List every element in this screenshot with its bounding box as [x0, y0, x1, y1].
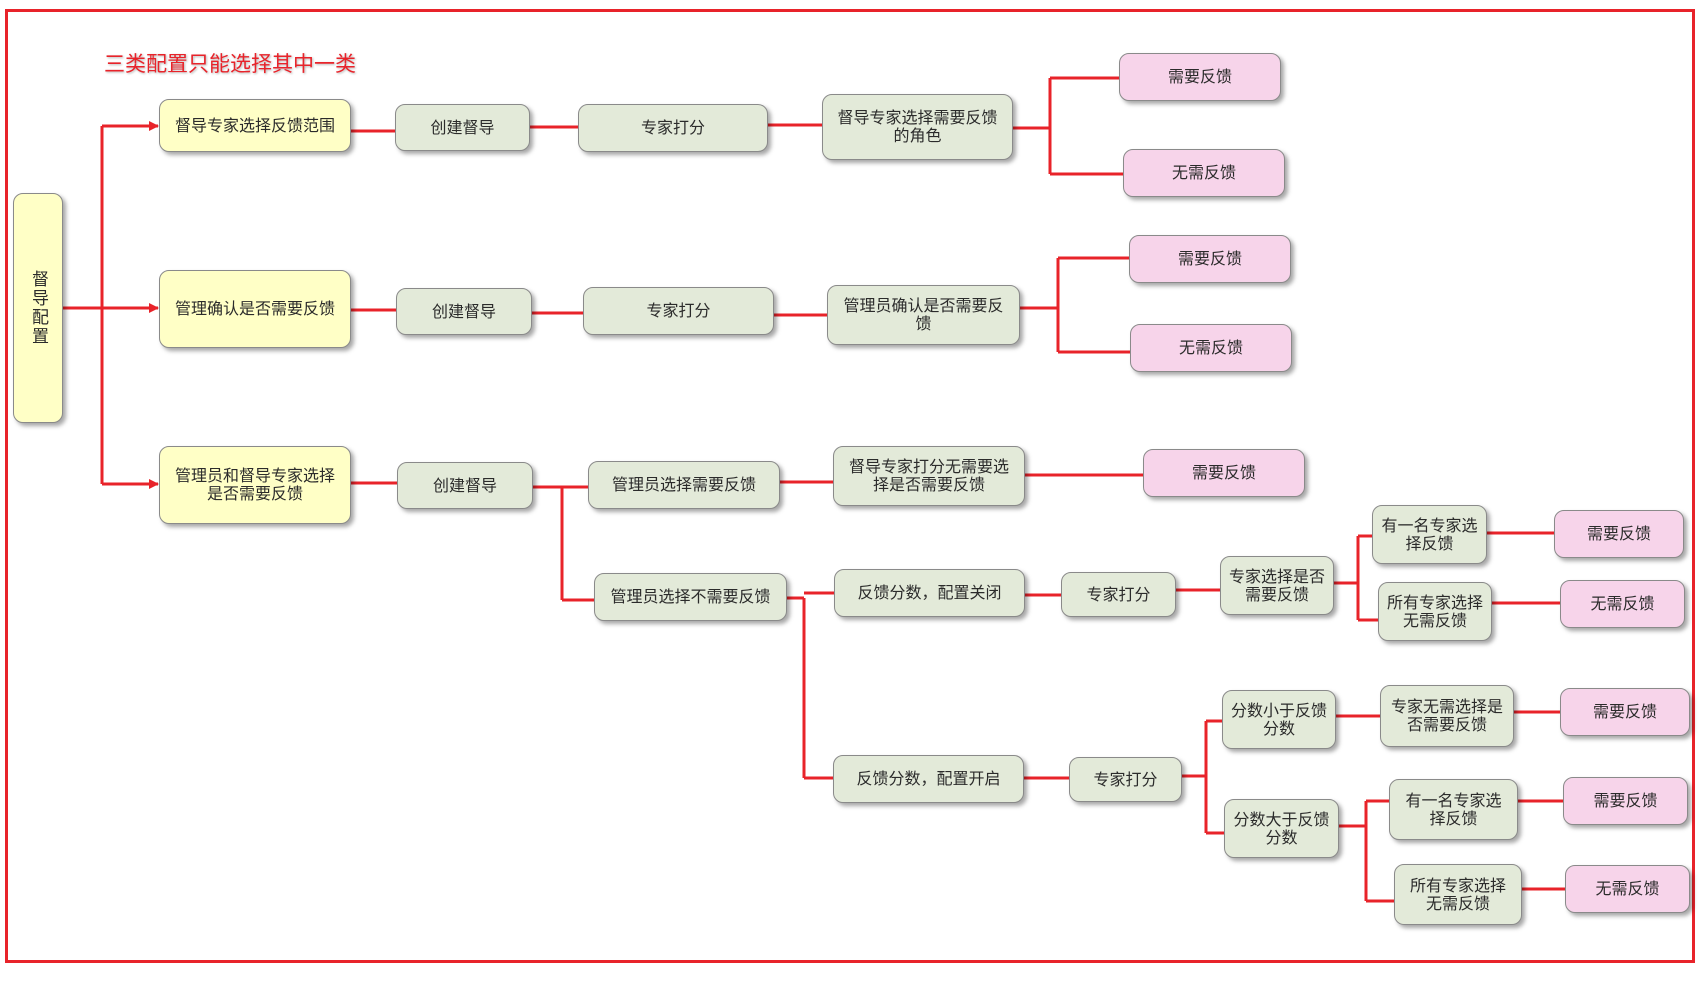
branch3-head-node[interactable]: 管理员和督导专家选择是否需要反馈 — [159, 446, 351, 524]
branch2-head-node[interactable]: 管理确认是否需要反馈 — [159, 270, 351, 348]
branch3-no-need-choose-node[interactable]: 专家无需选择是否需要反馈 — [1380, 685, 1514, 747]
branch3-need-feedback-a-node[interactable]: 需要反馈 — [1143, 449, 1305, 497]
branch2-no-feedback-node[interactable]: 无需反馈 — [1130, 324, 1292, 372]
branch1-no-feedback-node[interactable]: 无需反馈 — [1123, 149, 1285, 197]
branch3-less-than-node[interactable]: 分数小于反馈分数 — [1222, 690, 1336, 749]
diagram-frame — [5, 9, 1695, 963]
branch2-create-node[interactable]: 创建督导 — [396, 288, 532, 335]
branch3-create-node[interactable]: 创建督导 — [397, 462, 533, 509]
branch3-expert-score-no-choose-node[interactable]: 督导专家打分无需要选择是否需要反馈 — [833, 446, 1025, 506]
branch3-one-expert-2-node[interactable]: 有一名专家选择反馈 — [1389, 779, 1518, 840]
branch2-admin-confirm-node[interactable]: 管理员确认是否需要反馈 — [827, 285, 1020, 345]
branch3-all-experts-node[interactable]: 所有专家选择无需反馈 — [1378, 582, 1492, 641]
branch3-all-experts-2-node[interactable]: 所有专家选择无需反馈 — [1394, 864, 1522, 925]
branch1-score-node[interactable]: 专家打分 — [578, 104, 768, 152]
branch3-greater-than-node[interactable]: 分数大于反馈分数 — [1224, 799, 1339, 858]
branch3-need-feedback-d-node[interactable]: 需要反馈 — [1563, 777, 1688, 825]
branch2-score-node[interactable]: 专家打分 — [583, 287, 774, 335]
branch3-closed-score-node[interactable]: 专家打分 — [1061, 572, 1176, 617]
branch3-one-expert-node[interactable]: 有一名专家选择反馈 — [1372, 505, 1487, 564]
branch1-choose-role-node[interactable]: 督导专家选择需要反馈的角色 — [822, 94, 1013, 160]
branch3-no-feedback-b-node[interactable]: 无需反馈 — [1560, 580, 1685, 628]
branch3-config-open-node[interactable]: 反馈分数，配置开启 — [833, 755, 1024, 803]
branch2-need-feedback-node[interactable]: 需要反馈 — [1129, 235, 1291, 283]
branch3-need-feedback-b-node[interactable]: 需要反馈 — [1554, 510, 1684, 558]
branch3-config-closed-node[interactable]: 反馈分数，配置关闭 — [834, 569, 1025, 617]
branch3-admin-no-need-node[interactable]: 管理员选择不需要反馈 — [594, 573, 787, 621]
root-node[interactable]: 督导配置 — [13, 193, 63, 423]
branch1-need-feedback-node[interactable]: 需要反馈 — [1119, 53, 1281, 101]
branch3-no-feedback-d-node[interactable]: 无需反馈 — [1565, 865, 1690, 913]
branch3-need-feedback-c-node[interactable]: 需要反馈 — [1560, 688, 1690, 736]
branch3-expert-choose-node[interactable]: 专家选择是否需要反馈 — [1220, 556, 1334, 615]
branch3-admin-need-node[interactable]: 管理员选择需要反馈 — [588, 461, 780, 509]
branch1-create-node[interactable]: 创建督导 — [395, 104, 530, 151]
branch1-head-node[interactable]: 督导专家选择反馈范围 — [159, 99, 351, 152]
branch3-open-score-node[interactable]: 专家打分 — [1069, 757, 1182, 802]
constraint-note: 三类配置只能选择其中一类 — [104, 52, 356, 76]
